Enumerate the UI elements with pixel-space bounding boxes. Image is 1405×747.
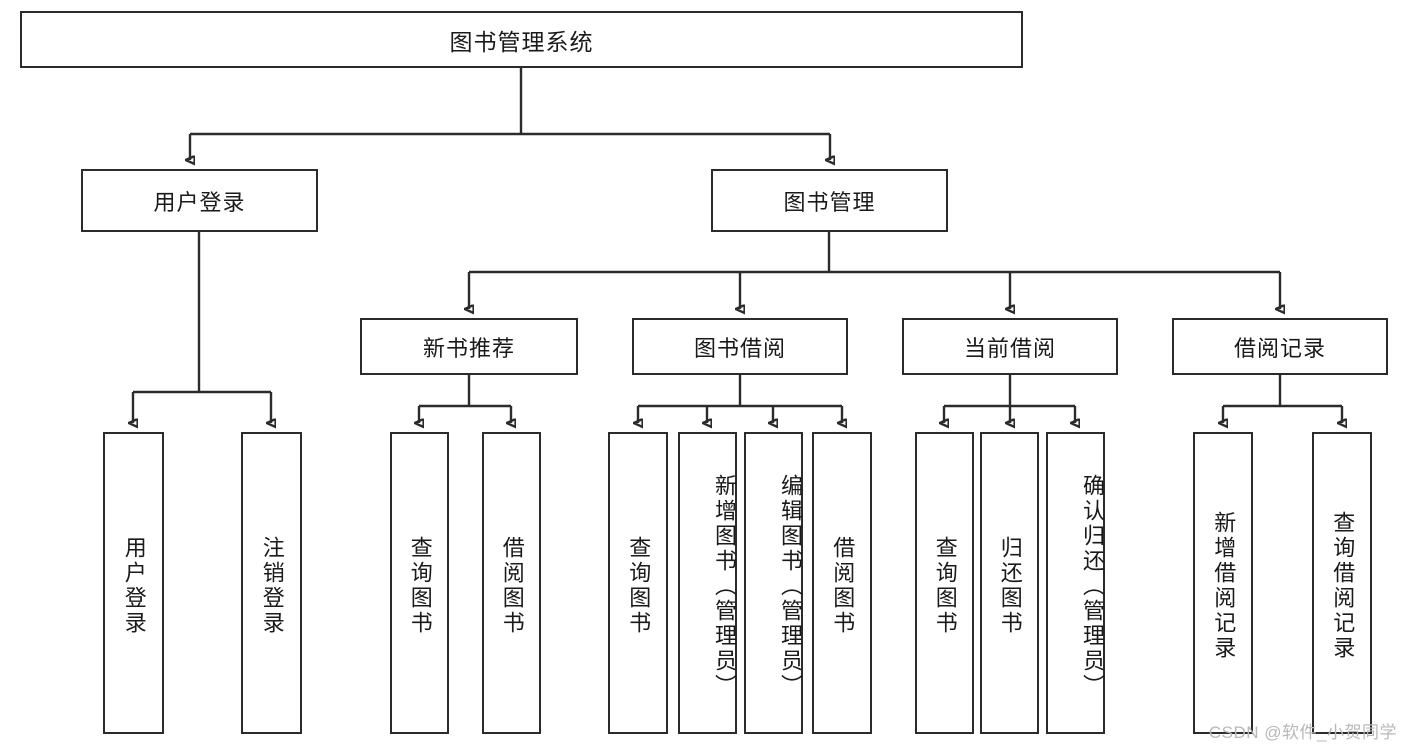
node-label: 确认归还（管理员） (1080, 473, 1105, 699)
node-leaf-query-book-1[interactable]: 查询图书 (390, 432, 449, 734)
node-user-login[interactable]: 用户登录 (81, 169, 318, 232)
node-label: 注销登录 (259, 536, 285, 636)
node-label: 借阅记录 (1233, 335, 1326, 361)
node-label: 借阅图书 (499, 536, 525, 636)
node-label: 借阅图书 (830, 536, 856, 636)
node-current-borrow[interactable]: 当前借阅 (902, 318, 1118, 375)
node-leaf-add-borrow-record[interactable]: 新增借阅记录 (1193, 432, 1253, 734)
node-label: 新增借阅记录 (1211, 511, 1237, 661)
node-label: 新书推荐 (422, 335, 515, 361)
node-book-borrow[interactable]: 图书借阅 (632, 318, 848, 375)
node-leaf-confirm-return-admin[interactable]: 确认归还（管理员） (1046, 432, 1105, 734)
node-label: 图书管理 (783, 189, 876, 215)
node-label: 用户登录 (153, 189, 246, 215)
node-label: 图书借阅 (693, 335, 786, 361)
node-label: 归还图书 (997, 536, 1023, 636)
node-label: 当前借阅 (963, 335, 1056, 361)
node-label: 查询图书 (626, 536, 652, 636)
node-label: 查询图书 (932, 536, 958, 636)
node-label: 查询借阅记录 (1330, 511, 1356, 661)
node-label: 查询图书 (407, 536, 433, 636)
node-leaf-borrow-book-1[interactable]: 借阅图书 (482, 432, 541, 734)
node-label: 新增图书（管理员） (712, 473, 737, 699)
node-leaf-edit-book-admin[interactable]: 编辑图书（管理员） (744, 432, 803, 734)
node-leaf-borrow-book-2[interactable]: 借阅图书 (812, 432, 872, 734)
node-leaf-query-book-2[interactable]: 查询图书 (608, 432, 668, 734)
node-new-book-recommend[interactable]: 新书推荐 (360, 318, 578, 375)
node-leaf-query-book-3[interactable]: 查询图书 (915, 432, 974, 734)
node-leaf-return-book[interactable]: 归还图书 (980, 432, 1039, 734)
node-book-management[interactable]: 图书管理 (711, 169, 948, 232)
node-label: 编辑图书（管理员） (778, 473, 803, 699)
node-leaf-query-borrow-record[interactable]: 查询借阅记录 (1312, 432, 1372, 734)
watermark: CSDN @软件_小贺同学 (1208, 723, 1397, 742)
node-label: 用户登录 (121, 536, 147, 636)
node-leaf-logout-login[interactable]: 注销登录 (241, 432, 302, 734)
node-book-management-system[interactable]: 图书管理系统 (20, 11, 1023, 68)
node-borrow-record[interactable]: 借阅记录 (1172, 318, 1388, 375)
node-leaf-user-login[interactable]: 用户登录 (103, 432, 164, 734)
node-label: 图书管理系统 (449, 28, 594, 55)
node-leaf-add-book-admin[interactable]: 新增图书（管理员） (678, 432, 737, 734)
